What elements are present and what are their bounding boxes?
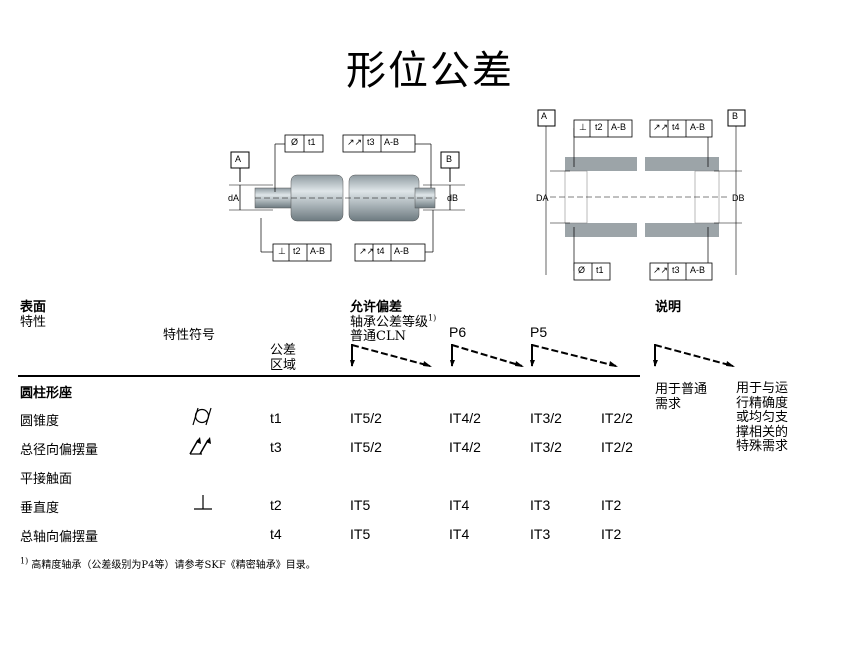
row-p4: IT2: [601, 526, 622, 542]
roundness-icon: Ø: [578, 265, 586, 275]
frame-ref: A-B: [690, 265, 706, 275]
section-title: 圆柱形座: [20, 386, 73, 401]
note-normal: 用于普通 需求: [655, 382, 708, 412]
header-zone-2: 区域: [270, 358, 297, 373]
roundness-icon: Ø: [291, 137, 299, 147]
precision-arrows: [350, 344, 618, 367]
row-name: 垂直度: [20, 501, 60, 516]
precision-arrow-icon: [450, 344, 524, 367]
dim-db-label: dB: [447, 193, 459, 203]
frame-tol-t3: t3: [367, 137, 375, 147]
dim-da-label: dA: [228, 193, 240, 203]
header-p6: P6: [449, 324, 467, 340]
roundness-icon: [192, 407, 212, 426]
precision-arrow-icon: [653, 344, 735, 367]
frame-ref: A-B: [394, 246, 410, 256]
row-p4: IT2/2: [601, 439, 633, 455]
datum-a-label: A: [235, 154, 242, 164]
page-title: 形位公差: [346, 48, 514, 94]
frame-tol-t4: t4: [672, 122, 680, 132]
perpendicularity-icon: ⊥: [579, 122, 587, 132]
frame-ref: A-B: [384, 137, 400, 147]
row-name: 总轴向偏摆量: [20, 530, 99, 545]
row-zone: t1: [270, 410, 282, 426]
header-allowed: 允许偏差: [350, 300, 403, 315]
row-p5: IT3: [530, 526, 551, 542]
row-p5: IT3/2: [530, 410, 562, 426]
row-p5: IT3/2: [530, 439, 562, 455]
frame-tol-t4: t4: [377, 246, 385, 256]
frame-tol-t1: t1: [596, 265, 604, 275]
datum-a-label: A: [541, 111, 548, 121]
header-symbol: 特性符号: [163, 328, 216, 343]
total-runout-icon: ↗↗: [653, 265, 669, 275]
shaft-tolerance-drawing: [229, 134, 465, 262]
perpendicularity-icon: [194, 495, 212, 510]
dim-db-label: DB: [732, 193, 745, 203]
row-name: 圆锥度: [20, 414, 60, 429]
dim-da-label: DA: [536, 193, 549, 203]
frame-tol-t2: t2: [595, 122, 603, 132]
frame-tol-t2: t2: [293, 246, 301, 256]
header-characteristic: 特性: [20, 315, 47, 330]
frame-tol-t1: t1: [308, 137, 316, 147]
frame-ref: A-B: [611, 122, 627, 132]
frame-tol-t3: t3: [672, 265, 680, 275]
datum-b-label: B: [446, 154, 453, 164]
row-p6: IT4/2: [449, 439, 481, 455]
row-name: 总径向偏摆量: [20, 443, 99, 458]
datum-b-box: [727, 109, 746, 127]
perpendicularity-icon: ⊥: [278, 246, 286, 256]
row-zone: t4: [270, 526, 282, 542]
row-name: 平接触面: [20, 472, 73, 487]
header-bearing-class: 轴承公差等级1): [350, 313, 437, 330]
total-runout-icon: [189, 437, 211, 455]
row-cln: IT5: [350, 497, 371, 513]
header-normal: 普通CLN: [350, 329, 406, 344]
row-p6: IT4: [449, 526, 470, 542]
row-p4: IT2: [601, 497, 622, 513]
frame-ref: A-B: [310, 246, 326, 256]
datum-a-box: [537, 109, 556, 127]
header-divider: [18, 375, 640, 377]
row-cln: IT5/2: [350, 439, 382, 455]
header-p5: P5: [530, 324, 548, 340]
row-p4: IT2/2: [601, 410, 633, 426]
row-zone: t2: [270, 497, 282, 513]
footnote: 1) 高精度轴承（公差级别为P4等）请参考SKF《精密轴承》目录。: [20, 556, 316, 571]
row-p5: IT3: [530, 497, 551, 513]
row-cln: IT5: [350, 526, 371, 542]
total-runout-icon: ↗↗: [359, 246, 375, 256]
precision-arrow-icon: [530, 344, 618, 367]
note-precise: 用于与运 行精确度 或均匀支 撑相关的 特殊需求: [736, 381, 789, 454]
housing-tolerance-drawing: [537, 109, 746, 281]
header-notes: 说明: [655, 300, 682, 315]
row-p6: IT4: [449, 497, 470, 513]
datum-b-label: B: [732, 111, 739, 121]
total-runout-icon: ↗↗: [347, 137, 363, 147]
header-surface: 表面: [20, 300, 47, 315]
precision-arrow-icon: [350, 344, 432, 367]
row-cln: IT5/2: [350, 410, 382, 426]
header-zone-1: 公差: [270, 343, 297, 358]
row-p6: IT4/2: [449, 410, 481, 426]
total-runout-icon: ↗↗: [653, 122, 669, 132]
shaft-journal-left: [290, 174, 344, 222]
row-zone: t3: [270, 439, 282, 455]
frame-ref: A-B: [690, 122, 706, 132]
